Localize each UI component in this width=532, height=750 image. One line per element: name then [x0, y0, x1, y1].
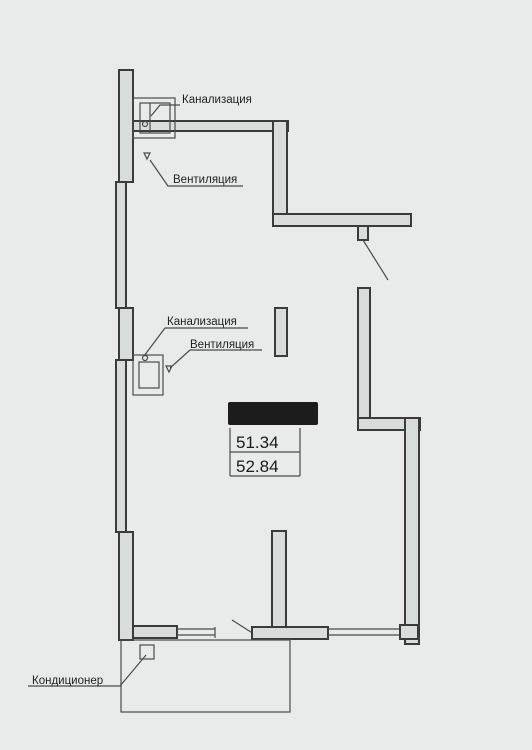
top-wall: [132, 120, 289, 132]
right-outer-wall: [404, 417, 420, 645]
right-inner-wall: [357, 287, 371, 423]
sink-top-inner: [139, 102, 171, 134]
right-walls: [357, 287, 421, 645]
sink-mid: [132, 354, 164, 396]
left-wall-window-lower: [115, 359, 127, 533]
center-pillar: [271, 530, 287, 628]
bottom-walls: [120, 530, 419, 713]
leader-lines: [28, 104, 262, 687]
sink-top-outer: [132, 97, 176, 139]
vent-top-marker: [143, 152, 151, 161]
upper-horizontal-wall: [272, 213, 412, 227]
shaft-column: [274, 307, 288, 357]
door-jamb: [357, 225, 369, 241]
sink-mid-outer: [132, 354, 164, 396]
label-vent-top: Вентиляция: [173, 174, 237, 186]
sink-mid-inner: [138, 361, 160, 389]
left-wall-segment-top: [118, 69, 134, 183]
redacted-label: [228, 402, 318, 425]
leader-aircon: [28, 654, 147, 687]
entry-swing-line: [231, 619, 255, 635]
left-wall: [115, 69, 134, 641]
leader-vent-top: [149, 159, 243, 187]
label-sewer-top: Канализация: [182, 94, 252, 106]
area-value-1: 51.34: [236, 433, 279, 452]
sink-top-drain: [141, 120, 149, 128]
bottom-left-wall: [132, 625, 178, 639]
door-swing-line: [362, 239, 389, 281]
label-sewer-mid: Канализация: [167, 316, 237, 328]
sink-top: [132, 97, 176, 139]
upper-walls: [132, 120, 412, 281]
leader-vent-mid: [169, 349, 262, 369]
vent-mid-marker: [165, 365, 173, 374]
balcony-outline: [120, 639, 291, 713]
area-value-2: 52.84: [236, 457, 279, 476]
label-vent-mid: Вентиляция: [190, 339, 254, 351]
right-upper-wall: [272, 120, 288, 217]
bottom-right-corner: [399, 624, 419, 640]
left-wall-window-upper: [115, 181, 127, 309]
left-wall-segment-bottom: [118, 531, 134, 641]
bottom-center-wall: [251, 626, 329, 640]
aircon-unit: [139, 644, 155, 660]
left-wall-segment-mid: [118, 307, 134, 361]
area-block: 51.34 52.84: [228, 402, 318, 477]
label-aircon: Кондиционер: [32, 675, 103, 687]
leader-sewer-top: [150, 104, 180, 117]
leader-sewer-mid: [143, 327, 248, 357]
